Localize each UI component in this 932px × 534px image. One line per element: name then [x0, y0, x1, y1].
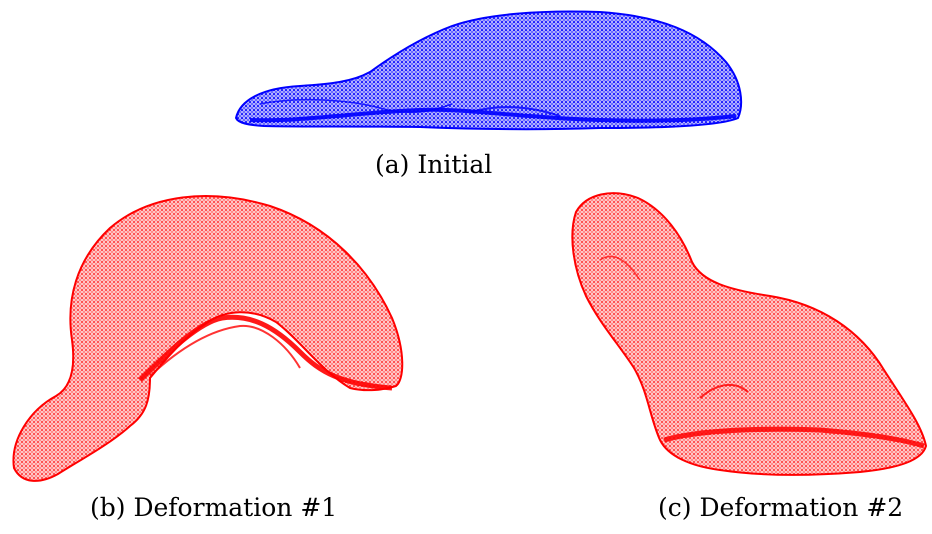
mesh-deformation-1	[12, 195, 404, 482]
mesh-deformation-2	[571, 192, 928, 476]
caption-a: (a) Initial	[375, 150, 492, 179]
caption-a-text: Initial	[417, 150, 493, 179]
caption-c-text: Deformation #2	[699, 493, 904, 522]
caption-b: (b) Deformation #1	[90, 493, 337, 522]
caption-b-label: (b)	[90, 493, 126, 522]
caption-a-label: (a)	[375, 150, 410, 179]
caption-c: (c) Deformation #2	[658, 493, 903, 522]
caption-b-text: Deformation #1	[133, 493, 338, 522]
mesh-initial	[234, 10, 743, 131]
caption-c-label: (c)	[658, 493, 692, 522]
